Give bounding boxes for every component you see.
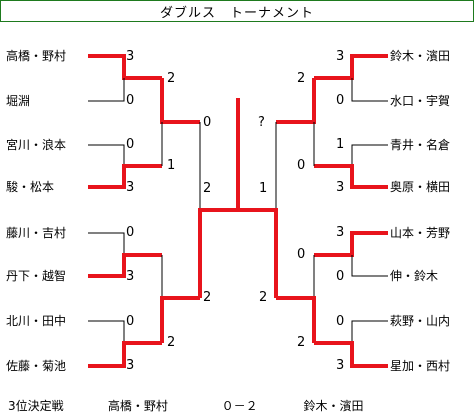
third-place-row: 3位決定戦 高橋・野村 ０－２ 鈴木・濱田	[8, 399, 364, 413]
score-r-r2-1: 2	[297, 71, 306, 86]
bracket-path-4	[88, 232, 125, 255]
score-r-r1-3: 1	[336, 137, 345, 152]
score-l-r2-2: 0	[203, 115, 212, 130]
winner-path-14	[314, 54, 388, 80]
score-r-r2-4: 2	[297, 335, 306, 350]
score-r-r2-3: 0	[297, 158, 306, 173]
score-l-r1-1: 3	[126, 49, 135, 64]
score-l-r1-6: 3	[126, 269, 135, 284]
winner-path-17	[314, 164, 388, 189]
left-team-1: 高橋・野村	[6, 49, 67, 63]
score-r-r1-8: 3	[336, 358, 345, 373]
winner-path-7	[88, 341, 162, 368]
left-team-4: 駿・松本	[6, 180, 55, 194]
bracket-path-20	[351, 320, 388, 343]
bracket-path-1	[88, 78, 125, 102]
left-team-7: 北川・田中	[6, 314, 67, 328]
bracket-path-16	[351, 144, 388, 166]
winner-path-21	[314, 341, 388, 368]
score-l-sf-1: 2	[203, 290, 212, 305]
right-team-5: 山本・芳野	[390, 226, 451, 240]
left-team-3: 宮川・浪本	[6, 138, 67, 152]
score-l-r2-1: 2	[167, 71, 176, 86]
score-l-r2-4: 2	[203, 181, 212, 196]
score-l-r1-8: 3	[126, 358, 135, 373]
score-final: ?	[258, 115, 265, 130]
winner-path-18	[314, 231, 388, 257]
score-r-r1-4: 3	[336, 180, 345, 195]
score-l-r1-3: 0	[126, 137, 135, 152]
winner-path-5	[88, 253, 162, 278]
score-l-r1-5: 0	[126, 225, 135, 240]
score-r-r1-7: 0	[336, 314, 345, 329]
score-r-r2-extra: 0	[297, 247, 306, 262]
winner-path-27	[238, 208, 278, 298]
score-l-r1-2: 0	[126, 93, 135, 108]
winner-path-3	[88, 164, 162, 189]
winner-path-0	[88, 54, 162, 80]
score-l-r2-3: 1	[167, 158, 176, 173]
left-team-8: 佐藤・菊池	[6, 359, 67, 373]
score-r-r1-1: 3	[336, 49, 345, 64]
sheet-title: ダブルス トーナメント	[0, 0, 474, 22]
bracket-path-6	[88, 320, 125, 343]
left-team-6: 丹下・越智	[6, 269, 67, 283]
score-r-r1-5: 3	[336, 225, 345, 240]
score-r-r1-6: 0	[336, 269, 345, 284]
third-place-score: ０－２	[221, 399, 258, 413]
bracket-path-10	[161, 255, 200, 299]
winner-path-25	[276, 296, 316, 343]
third-place-team-a: 高橋・野村	[107, 399, 168, 413]
bracket-path-2	[88, 144, 125, 166]
winner-path-11	[160, 296, 200, 343]
score-l-r1-7: 0	[126, 314, 135, 329]
score-l-sf-2: 2	[167, 335, 176, 350]
score-l-r1-4: 3	[126, 180, 135, 195]
right-team-2: 水口・宇賀	[390, 94, 451, 108]
winner-path-22	[276, 78, 316, 124]
right-team-7: 萩野・山内	[390, 314, 451, 328]
right-team-1: 鈴木・濱田	[390, 49, 451, 63]
bracket-path-15	[351, 78, 388, 102]
third-place-label: 3位決定戦	[8, 399, 64, 413]
right-team-6: 伸・鈴木	[390, 269, 439, 283]
winner-path-13	[198, 98, 240, 298]
right-team-3: 青井・名倉	[390, 138, 451, 152]
third-place-team-b: 鈴木・濱田	[303, 399, 364, 413]
score-r-r1-2: 0	[336, 93, 345, 108]
score-r-sf-2: 2	[259, 290, 268, 305]
bracket-path-19	[351, 255, 388, 277]
left-team-2: 堀淵	[6, 94, 31, 108]
left-team-5: 藤川・吉村	[6, 226, 67, 240]
right-team-4: 奥原・横田	[390, 180, 451, 194]
score-r-sf-1: 1	[259, 181, 268, 196]
right-team-8: 星加・西村	[390, 359, 451, 373]
